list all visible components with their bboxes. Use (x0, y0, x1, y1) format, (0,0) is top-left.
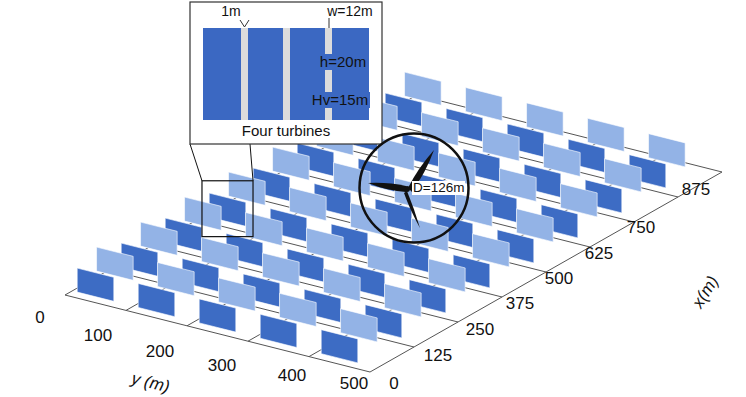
gap-label: 1m (221, 4, 240, 19)
rotor-circle: D=126m (358, 132, 470, 244)
grid-line (187, 126, 539, 326)
rotor-blade (368, 183, 406, 192)
width-tick (329, 18, 330, 28)
gap-marker (240, 20, 249, 27)
diameter-label: D=126m (412, 181, 465, 196)
zoom-box (202, 181, 253, 237)
gap-stripe (241, 28, 248, 120)
tick-label: 875 (682, 181, 710, 200)
zoom-leader (190, 144, 202, 181)
tick-label: 500 (340, 375, 368, 394)
zoom-leader (250, 144, 253, 181)
tick-label: 0 (35, 309, 44, 328)
turbine-panel (321, 330, 358, 363)
axis-title: x(m) (689, 273, 723, 312)
tick-label: 625 (585, 245, 613, 264)
tick-label: 100 (84, 327, 112, 346)
ground-grid (65, 95, 722, 372)
tick-label: 375 (506, 295, 534, 314)
tick-label: 300 (208, 357, 236, 376)
grid-line (370, 172, 722, 372)
tick-label: 400 (278, 367, 306, 386)
rotor-disc (360, 134, 469, 243)
height-label: h=20m (318, 54, 368, 71)
tick-label: 750 (627, 219, 655, 238)
tick-label: 0 (389, 375, 398, 394)
inset (190, 2, 382, 144)
inset-callout (190, 144, 253, 237)
inset-frame (190, 2, 382, 144)
turbine-panel (260, 314, 297, 347)
rotor-hub (404, 186, 410, 192)
tick-label: 125 (424, 347, 452, 366)
turbine-panel (138, 283, 175, 316)
tick-label: 200 (146, 343, 174, 362)
gap-stripe (283, 28, 290, 120)
width-label: w=12m (327, 4, 373, 19)
axis-title: y (m) (129, 369, 171, 396)
tick-label: 250 (466, 321, 494, 340)
inset-caption: Four turbines (242, 123, 330, 140)
turbine-panel (199, 299, 236, 332)
turbine-panel (77, 268, 114, 301)
grid-line (309, 157, 661, 357)
rotor-blade (404, 191, 420, 228)
hub-height-label: Hv=15m (310, 92, 370, 109)
tick-label: 500 (545, 270, 573, 289)
